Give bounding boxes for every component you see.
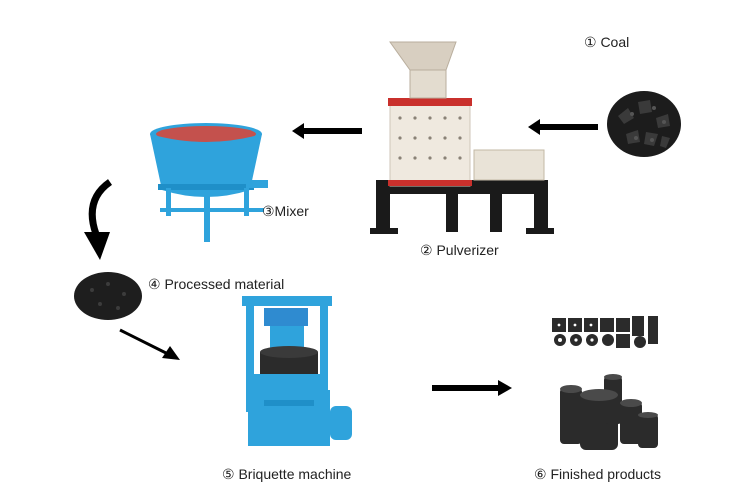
arrow-coal-to-pulverizer — [528, 119, 598, 135]
mixer-label: ③Mixer — [262, 203, 309, 219]
arrow-pulverizer-to-mixer — [292, 123, 362, 139]
arrow-processed-to-briquette — [119, 328, 180, 360]
pulverizer-machine-icon — [370, 41, 554, 234]
pan-mixer-icon — [150, 123, 268, 242]
finished-label: ⑥ Finished products — [534, 466, 661, 482]
coal-label: ① Coal — [584, 34, 630, 50]
briquette-samples-icon — [552, 316, 658, 450]
briquette-press-icon — [242, 296, 352, 446]
pulverizer-label: ② Pulverizer — [420, 242, 499, 258]
briquette-label: ⑤ Briquette machine — [222, 466, 352, 482]
coal-pile-icon — [607, 91, 681, 157]
arrow-briquette-to-finished — [432, 380, 512, 396]
arrow-mixer-to-processed — [84, 179, 113, 260]
processed-label: ④ Processed material — [148, 276, 285, 292]
powder-pile-icon — [74, 272, 142, 320]
